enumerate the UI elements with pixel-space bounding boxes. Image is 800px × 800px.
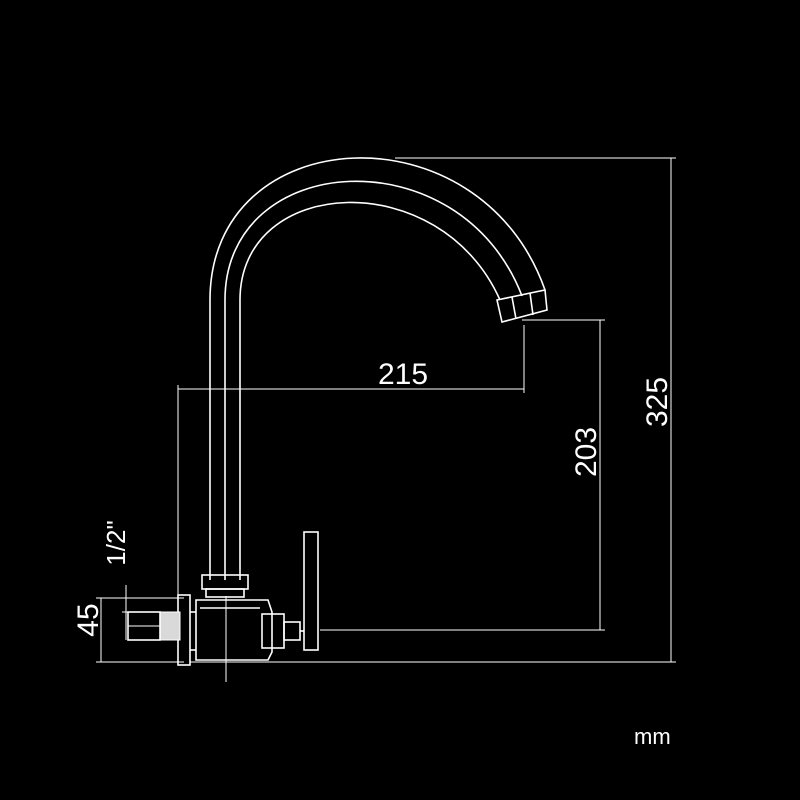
dimension-total-height: 325 bbox=[190, 157, 676, 663]
dimension-spout-height: 203 bbox=[320, 319, 605, 631]
dimension-base-height: 45 bbox=[72, 597, 184, 663]
aerator-tip bbox=[496, 289, 548, 323]
gooseneck-spout bbox=[209, 157, 546, 580]
dimension-203-label: 203 bbox=[570, 427, 603, 477]
dimension-325-label: 325 bbox=[641, 377, 674, 427]
wall-escutcheon bbox=[127, 594, 196, 666]
lever-handle bbox=[300, 531, 319, 651]
dimension-reach: 215 bbox=[177, 325, 525, 595]
dimension-thread: 1/2" bbox=[101, 520, 131, 640]
dimension-45-label: 45 bbox=[72, 603, 105, 636]
dimension-215-label: 215 bbox=[378, 358, 428, 391]
valve-body bbox=[195, 596, 301, 682]
unit-label: mm bbox=[634, 724, 671, 749]
spout-collar bbox=[201, 574, 249, 598]
dimension-thread-label: 1/2" bbox=[101, 520, 131, 565]
